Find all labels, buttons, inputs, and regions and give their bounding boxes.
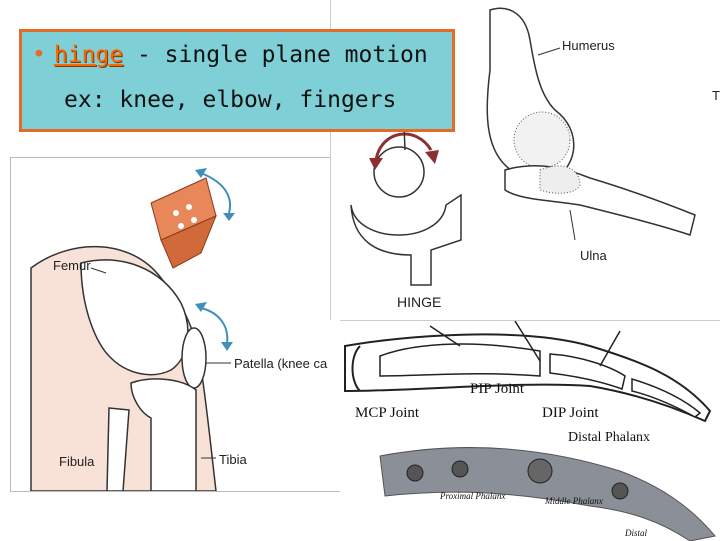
hinge-bracket-icon <box>150 177 217 269</box>
definition-line: • hinge - single plane motion <box>32 42 428 68</box>
hinge-arrow-icon <box>374 132 433 161</box>
elbow-joint-figure: Humerus Ulna T <box>480 0 720 320</box>
label-hinge: HINGE <box>397 294 441 310</box>
label-distal: Distal <box>624 528 648 538</box>
label-pip-joint: PIP Joint <box>470 381 525 397</box>
label-dip-joint: DIP Joint <box>542 405 599 421</box>
rotation-arrow-icon <box>200 172 231 214</box>
hinge-ball <box>373 146 425 198</box>
femur-bone <box>80 259 189 376</box>
finger-joint-figure: PIP Joint MCP Joint DIP Joint Distal Pha… <box>340 320 720 541</box>
ulna-bone <box>504 165 696 236</box>
hinge-socket <box>350 193 462 286</box>
label-distal-phalanx: Distal Phalanx <box>568 430 650 445</box>
tibia-bone <box>130 378 197 491</box>
label-humerus: Humerus <box>562 38 615 53</box>
term-hinge: hinge <box>53 42 124 68</box>
examples-line: ex: knee, elbow, fingers <box>64 87 397 113</box>
fibula-bone <box>106 407 130 491</box>
label-middle-phalanx: Middle Phalanx <box>544 496 603 506</box>
definition-box: • hinge - single plane motion ex: knee, e… <box>19 29 455 132</box>
bullet-icon: • <box>32 42 46 68</box>
label-proximal-phalanx: Proximal Phalanx <box>439 491 505 501</box>
label-femur: Femur <box>53 258 91 273</box>
radius-bone <box>539 165 581 194</box>
label-ulna: Ulna <box>580 248 608 263</box>
label-tibia: Tibia <box>219 452 247 467</box>
patella-bone <box>181 327 207 389</box>
label-mcp-joint: MCP Joint <box>355 405 420 421</box>
label-fibula: Fibula <box>59 454 95 469</box>
rotation-arrow-icon <box>200 307 229 344</box>
label-patella: Patella (knee ca <box>234 356 328 371</box>
label-edge: T <box>712 88 720 103</box>
knee-joint-figure: Femur Patella (knee ca Fibula Tibia <box>10 157 342 492</box>
definition-text: - single plane motion <box>123 42 428 68</box>
